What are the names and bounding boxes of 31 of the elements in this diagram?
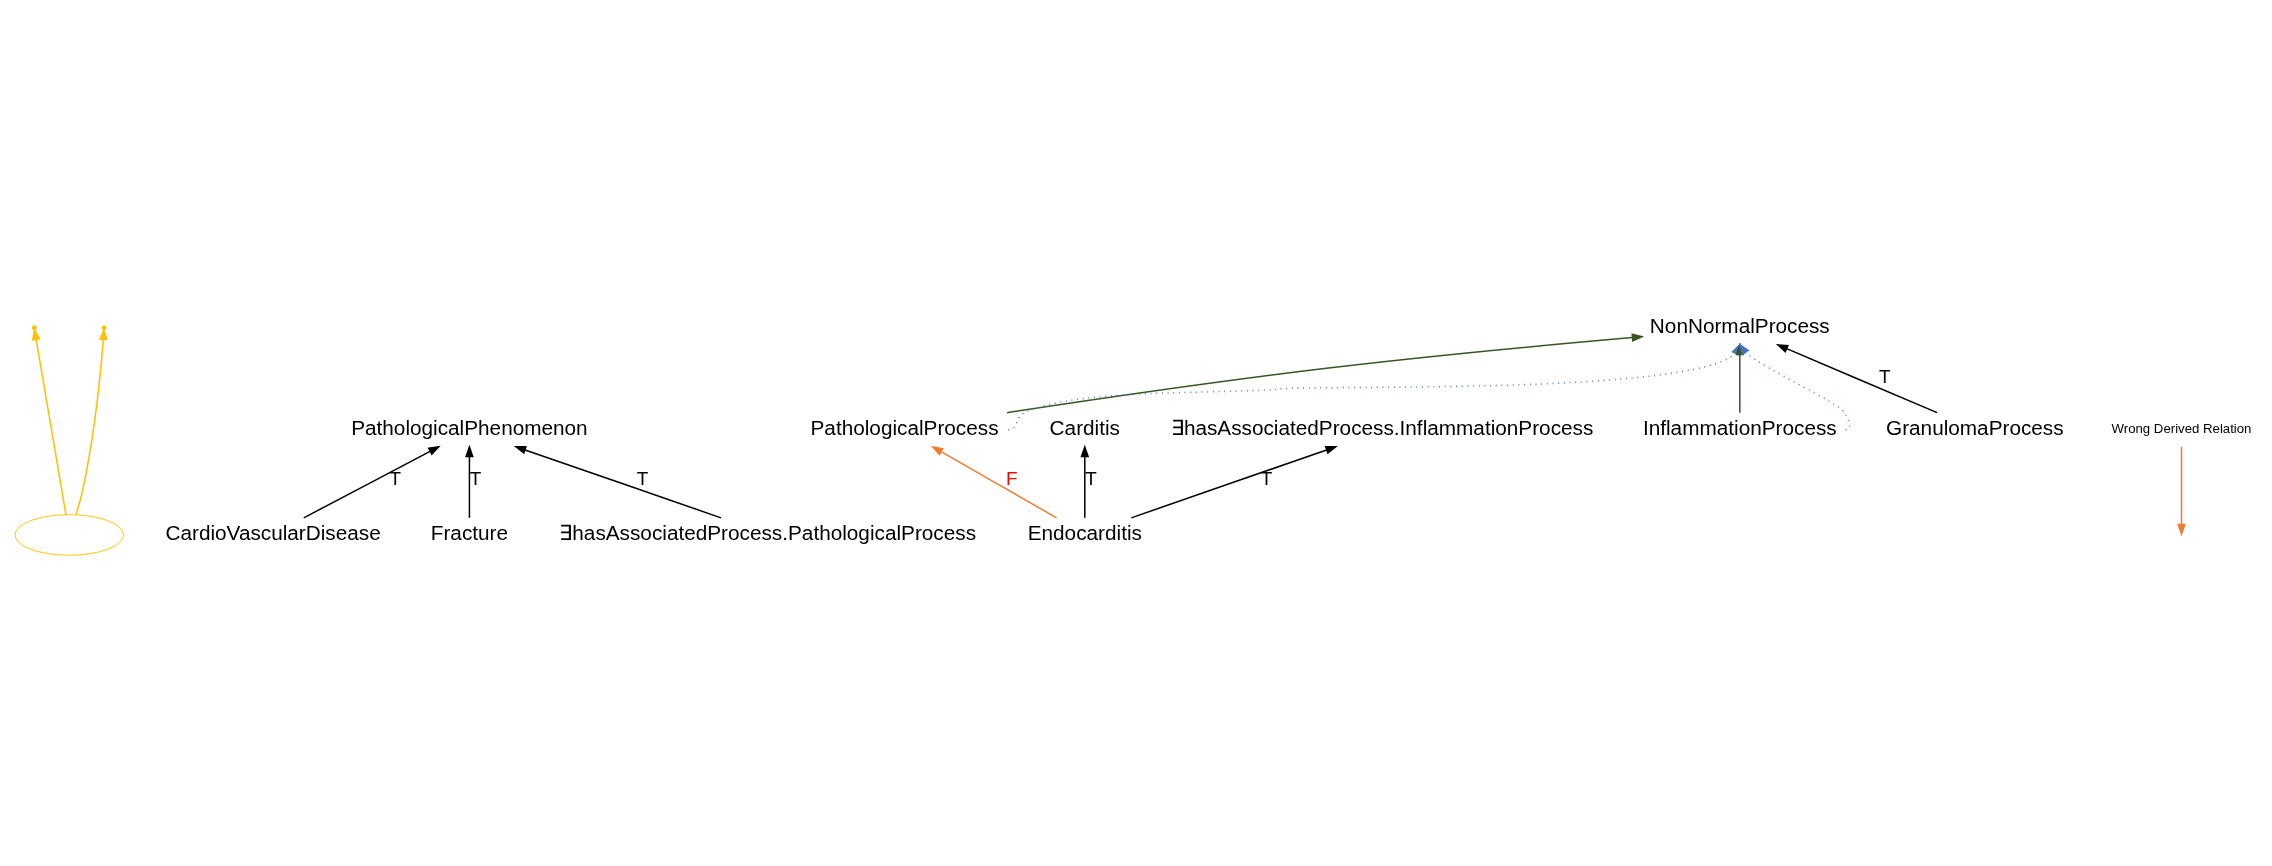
- arrow: [465, 444, 474, 519]
- edge-label: T: [1085, 468, 1097, 490]
- edge-label: T: [469, 468, 482, 490]
- arrow: [1775, 344, 1938, 414]
- arrow: [75, 327, 108, 516]
- node-text: GranulomaProcess: [1886, 415, 2064, 439]
- edge-label: T: [1260, 468, 1273, 490]
- node-text: Endocarditis: [1027, 521, 1142, 545]
- edge-label: T: [636, 468, 649, 490]
- node-text: CardioVascularDisease: [165, 521, 381, 545]
- node-text: Carditis: [1049, 415, 1120, 439]
- arrow: [1130, 446, 1338, 519]
- arrow: [513, 445, 722, 519]
- node-ellipse: [14, 514, 124, 556]
- node-text: PathologicalProcess: [810, 415, 999, 439]
- node-text: ∃hasAssociatedProcess.InflammationProcess: [1170, 415, 1594, 439]
- arrow: [1006, 333, 1645, 414]
- node-text: NonNormalProcess: [1649, 314, 1830, 338]
- arrow: [303, 445, 441, 519]
- arrow: [1080, 444, 1090, 519]
- edge-label: T: [389, 468, 402, 490]
- arrow: [1738, 342, 1851, 431]
- node-text: PathologicalPhenomenon: [351, 415, 588, 439]
- node-text: InflammationProcess: [1642, 415, 1837, 439]
- edge-label: F: [1005, 468, 1018, 490]
- node-text: ∃hasAssociatedProcess.PathologicalProcess: [559, 521, 977, 545]
- legend-label: Wrong Derived Relation: [2111, 421, 2252, 437]
- node-text: Fracture: [430, 521, 509, 545]
- arrow: [930, 445, 1058, 519]
- arrow: [31, 327, 67, 516]
- edge-label: T: [1878, 366, 1891, 388]
